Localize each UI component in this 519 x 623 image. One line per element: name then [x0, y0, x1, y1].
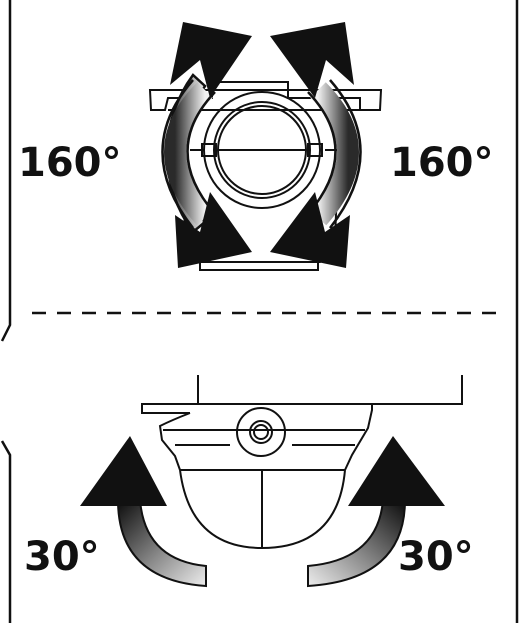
right-tilt-arrow	[307, 499, 407, 588]
arrowhead-top-right	[270, 22, 354, 98]
left-rotation-arc-body	[164, 82, 214, 226]
bottom-right-angle-label: 30°	[398, 534, 474, 580]
left-tilt-arrowhead	[80, 436, 167, 506]
top-right-angle-label: 160°	[390, 140, 494, 186]
arrowhead-bottom-right	[270, 192, 350, 268]
bottom-left-angle-label: 30°	[24, 534, 100, 580]
arrowhead-top-left	[170, 22, 252, 98]
left-tilt-arrow	[116, 499, 207, 588]
right-rotation-arc-body	[309, 82, 359, 226]
right-tilt-arrowhead	[348, 436, 445, 506]
side-view-camera	[141, 375, 463, 550]
top-left-angle-label: 160°	[18, 140, 122, 186]
arrowhead-bottom-left	[175, 192, 252, 268]
